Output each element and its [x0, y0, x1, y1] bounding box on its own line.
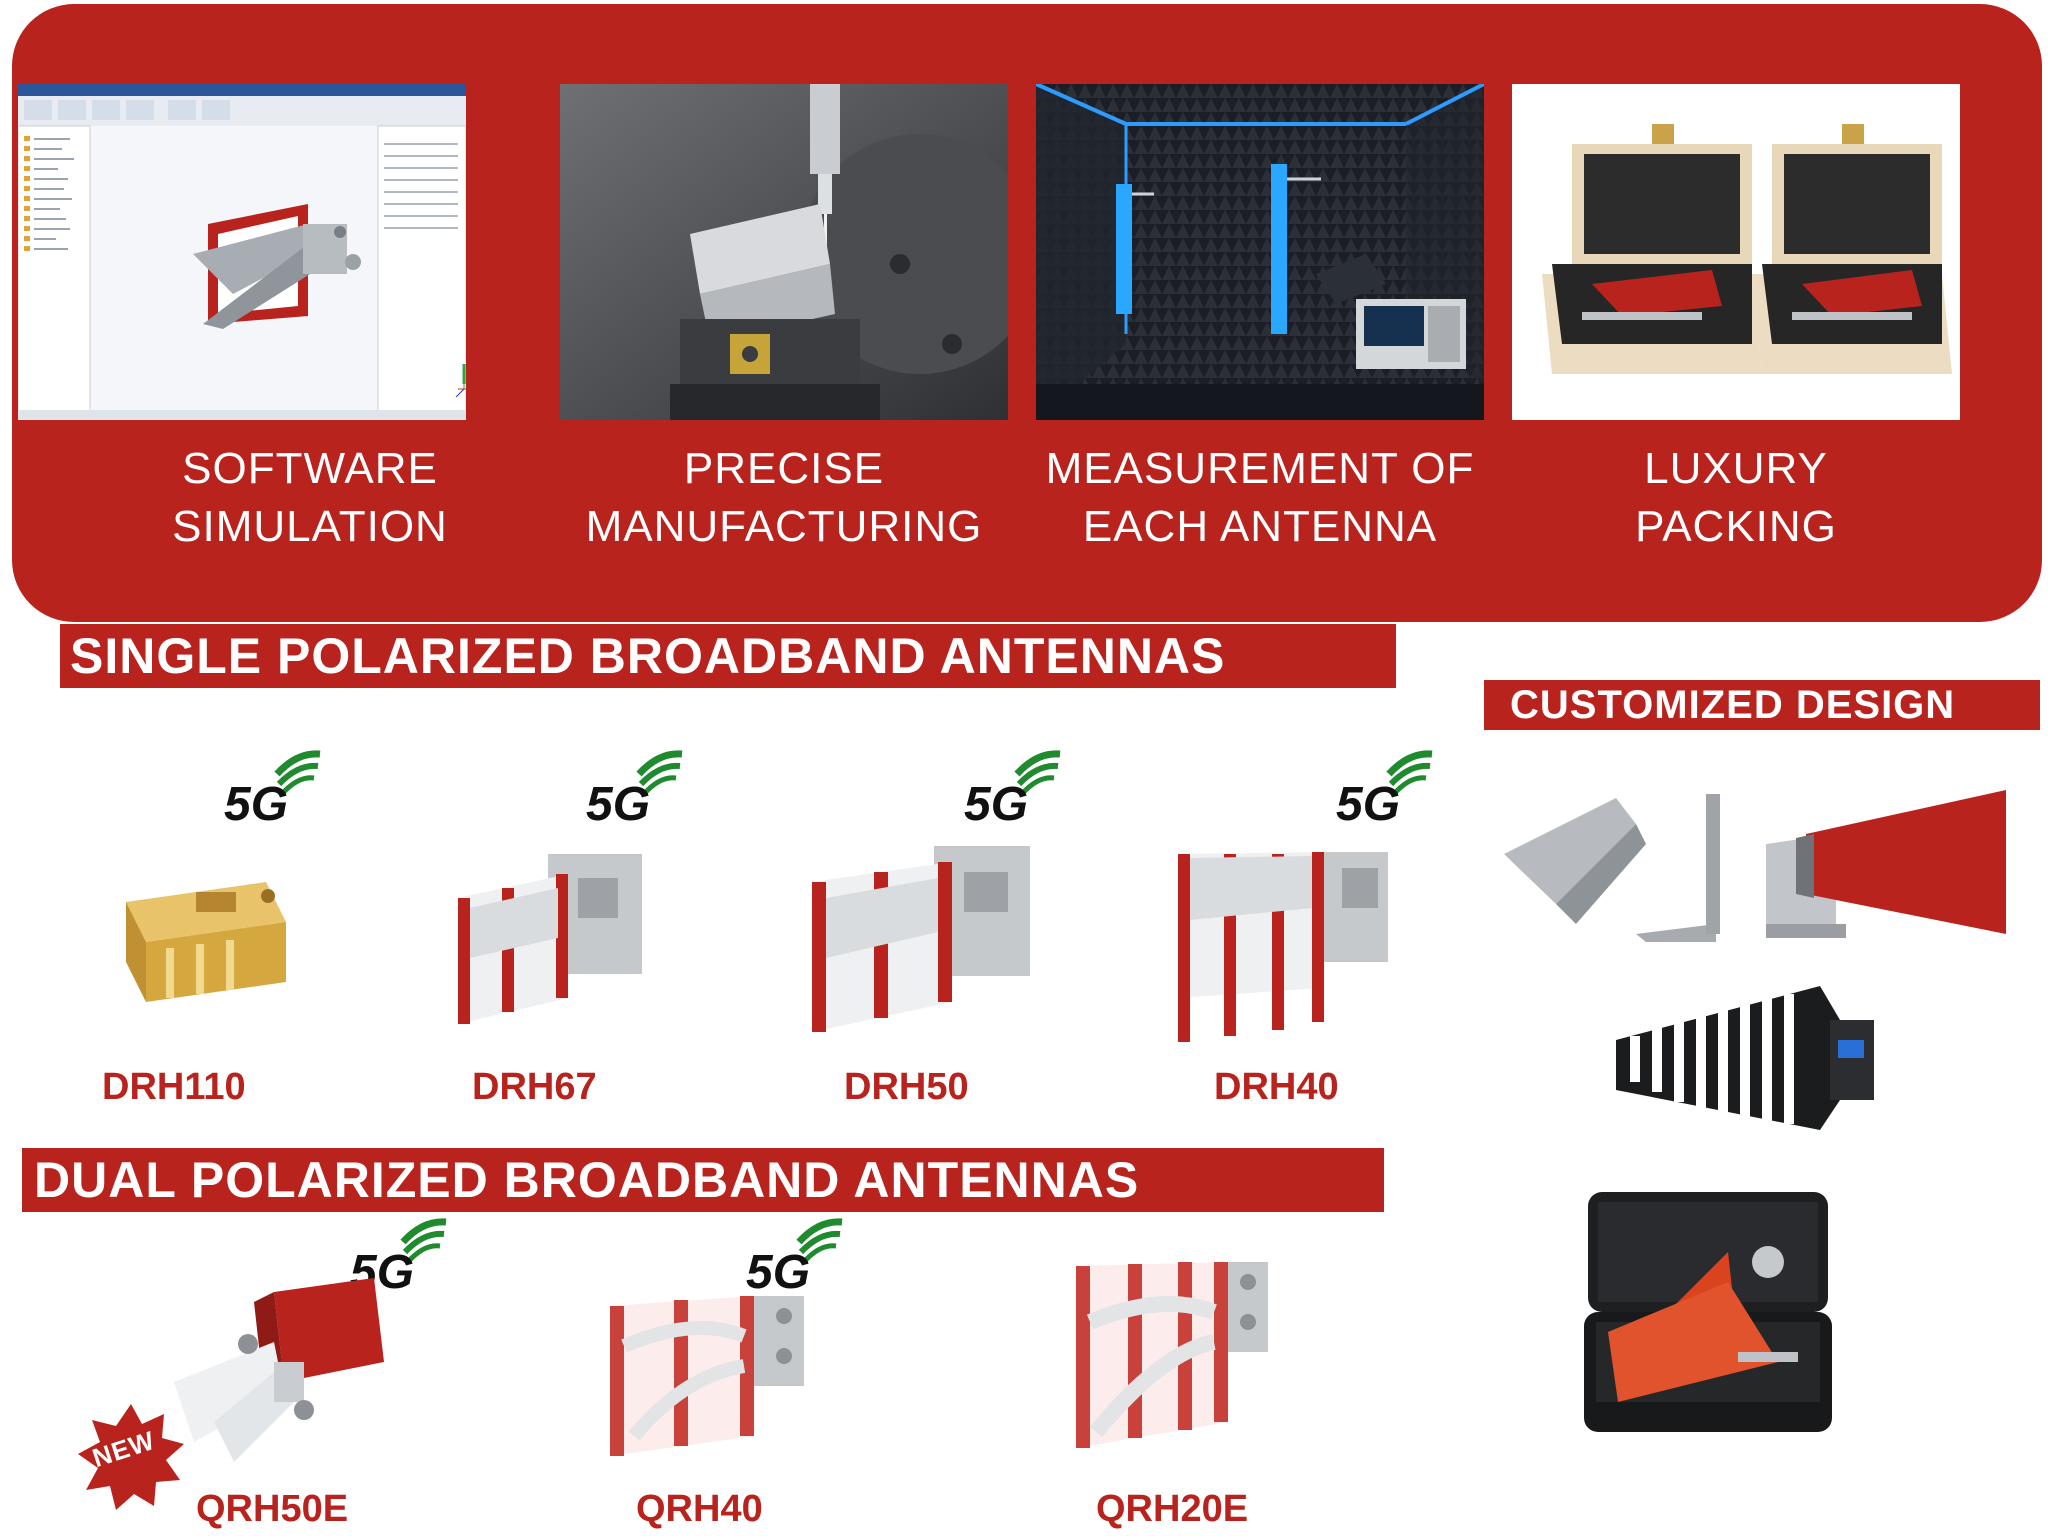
- product-name-drh67: DRH67: [472, 1066, 597, 1108]
- 5g-badge-icon: 5G: [964, 750, 1061, 824]
- anechoic-chamber-image: [1036, 84, 1484, 420]
- 5g-badge-icon: 5G: [746, 1218, 843, 1292]
- step-precise-manufacturing: PRECISE MANUFACTURING: [585, 444, 983, 551]
- step-measurement: MEASUREMENT OF EACH ANTENNA: [1045, 444, 1475, 551]
- drh67-antenna-image: [458, 854, 642, 1024]
- svg-text:5G: 5G: [586, 778, 650, 824]
- customized-design-title: CUSTOMIZED DESIGN: [1484, 680, 2040, 730]
- new-starburst-icon: [78, 1404, 184, 1510]
- product-name-qrh40: QRH40: [636, 1488, 763, 1530]
- svg-text:5G: 5G: [964, 778, 1028, 824]
- cad-software-image: [18, 84, 466, 420]
- svg-text:5G: 5G: [1336, 778, 1400, 824]
- qrh20e-antenna-image: [1076, 1262, 1268, 1448]
- wooden-case-image: [1512, 84, 1960, 420]
- step-luxury-packing: LUXURY PACKING: [1635, 444, 1837, 551]
- svg-text:5G: 5G: [746, 1246, 810, 1292]
- qrh50e-antenna-image: [174, 1278, 384, 1462]
- single-polarized-title: SINGLE POLARIZED BROADBAND ANTENNAS: [60, 624, 1396, 688]
- log-periodic-antenna-image: [1616, 986, 1874, 1130]
- qrh40-antenna-image: [610, 1296, 804, 1456]
- carry-case-kit-image: [1584, 1192, 1832, 1432]
- 5g-badge-icon: 5G: [586, 750, 683, 824]
- product-name-drh40: DRH40: [1214, 1066, 1339, 1108]
- dual-polarized-title: DUAL POLARIZED BROADBAND ANTENNAS: [22, 1148, 1384, 1212]
- cnc-machining-image: [560, 84, 1008, 420]
- product-name-qrh20e: QRH20E: [1096, 1488, 1249, 1530]
- product-name-drh110: DRH110: [102, 1066, 246, 1108]
- svg-text:5G: 5G: [224, 778, 288, 824]
- drh110-antenna-image: [126, 882, 286, 1002]
- 5g-badge-icon: 5G: [224, 750, 321, 824]
- drh40-antenna-image: [1178, 852, 1388, 1042]
- drh50-antenna-image: [812, 846, 1030, 1032]
- step-software-simulation: SOFTWARE SIMULATION: [172, 444, 448, 551]
- product-name-drh50: DRH50: [844, 1066, 969, 1108]
- product-name-qrh50e: QRH50E: [196, 1488, 349, 1530]
- 5g-badge-icon: 5G: [1336, 750, 1433, 824]
- custom-horn-fixtures-image: [1504, 790, 2006, 942]
